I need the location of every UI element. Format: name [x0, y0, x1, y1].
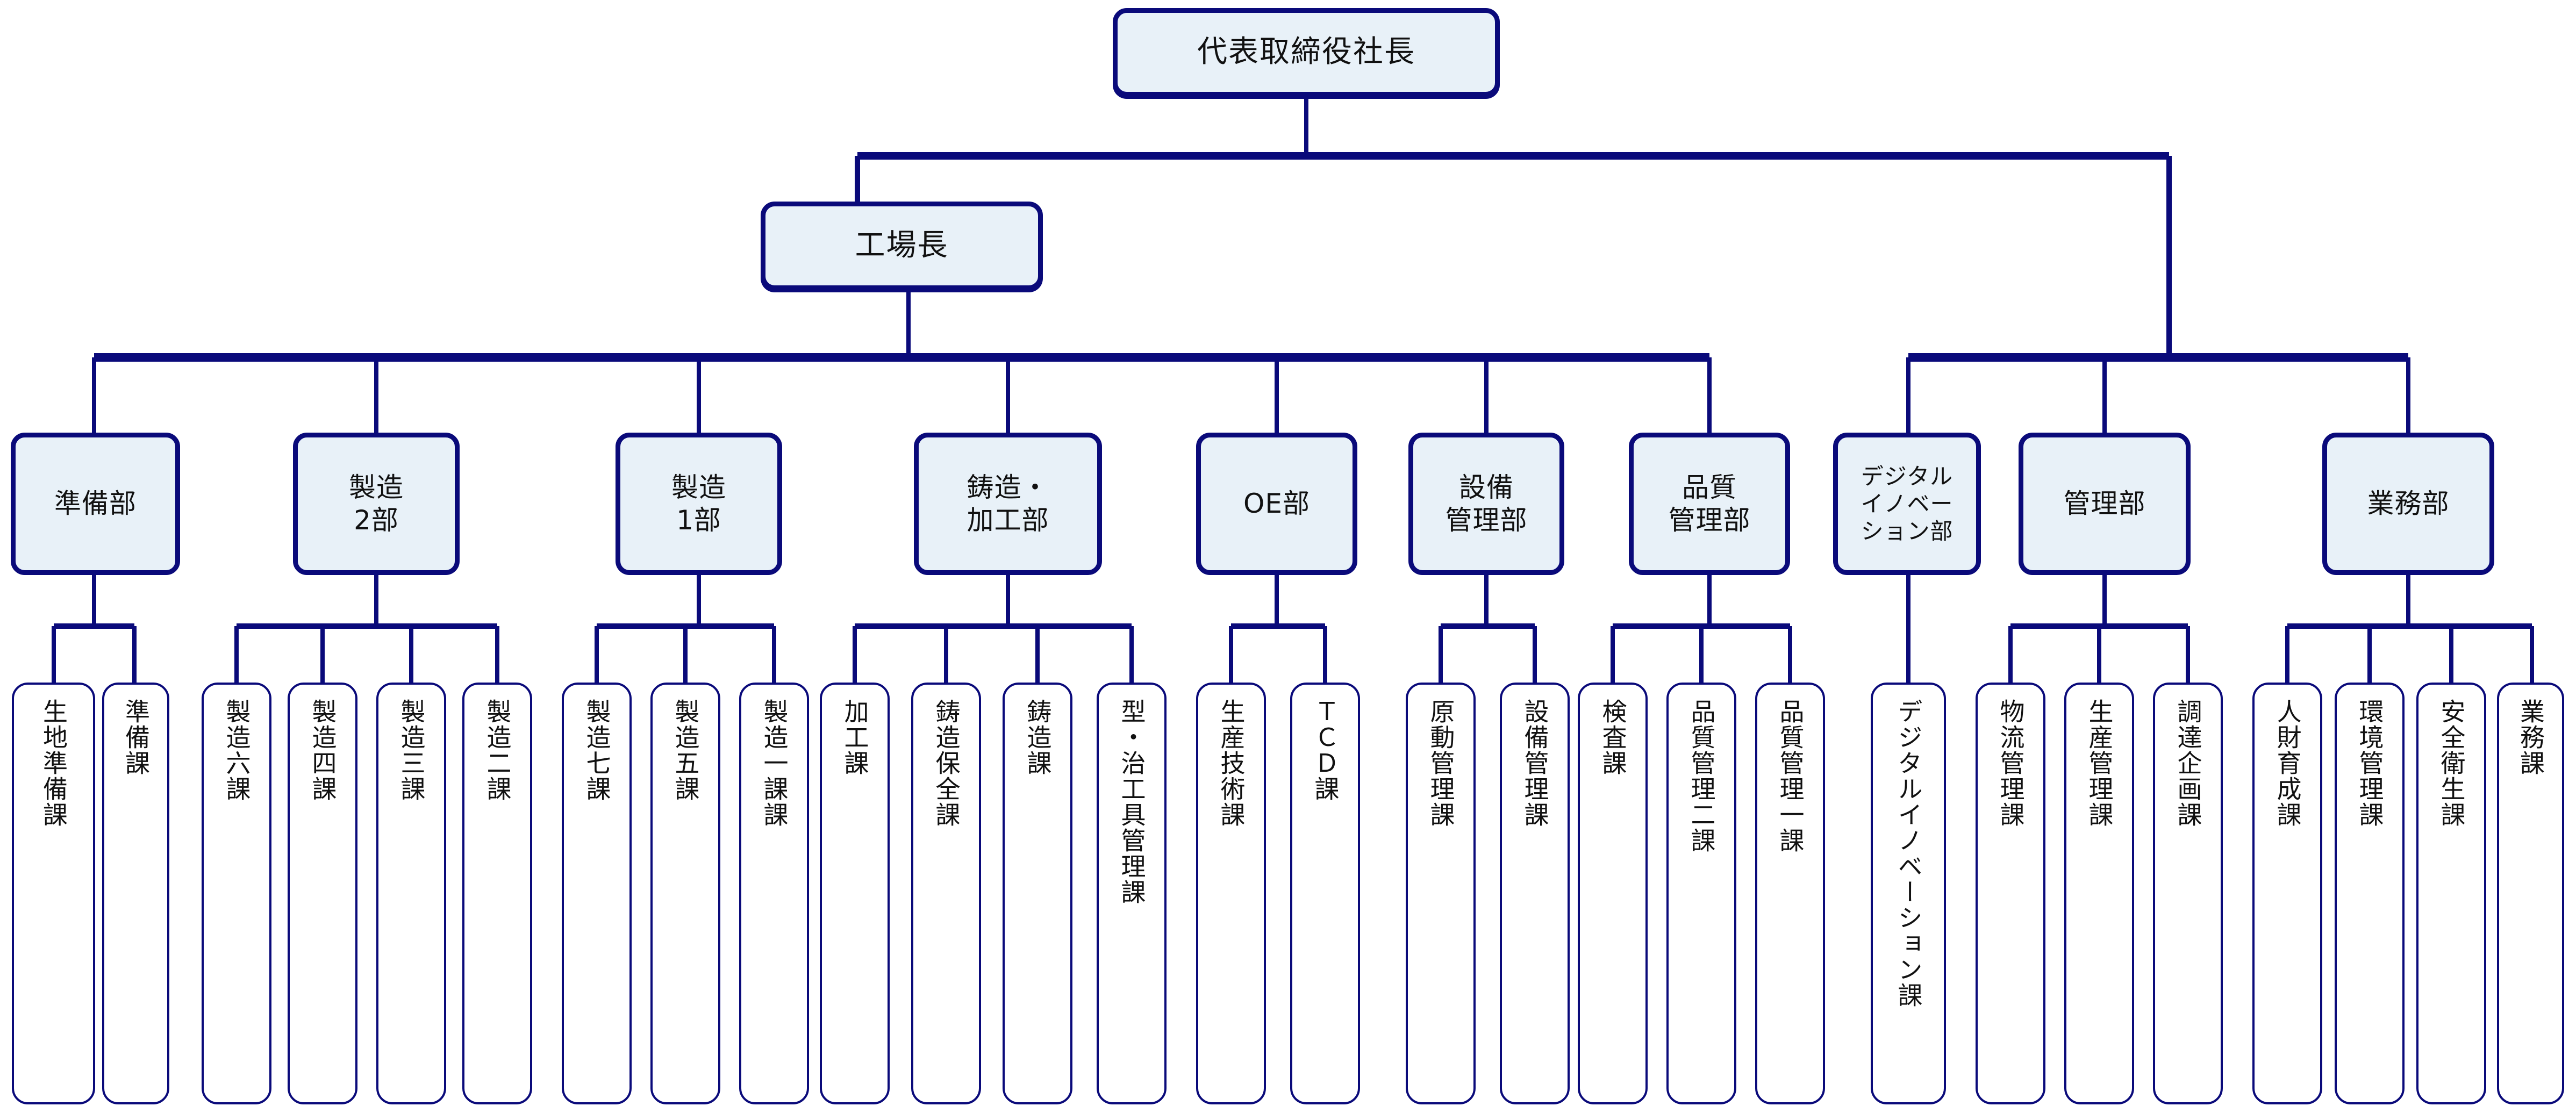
node-dept-kanri-label: 管理部: [2063, 488, 2146, 519]
node-section-setsubi-kanri[interactable]: 設備管理課: [1500, 683, 1570, 1104]
node-section-seisan-gijutsu[interactable]: 生産技術課: [1196, 683, 1266, 1104]
node-section-junbi[interactable]: 準備課: [102, 683, 169, 1104]
node-section-chotatsu-kikaku-label: 調達企画課: [2173, 699, 2203, 828]
node-section-gyomu[interactable]: 業務課: [2497, 683, 2564, 1104]
node-section-anzen-eisei-label: 安全衛生課: [2437, 699, 2466, 828]
node-section-seizo4-label: 製造四課: [308, 699, 338, 802]
node-dept-kanri[interactable]: 管理部: [2019, 433, 2191, 575]
node-section-seizo2[interactable]: 製造二課: [462, 683, 532, 1104]
node-section-hinshitsu-kanri-2-label: 品質管理二課: [1687, 699, 1716, 853]
node-dept-gyomu[interactable]: 業務部: [2322, 433, 2494, 575]
node-dept-seizo1-label: 製造 1部: [671, 471, 726, 536]
node-section-chotatsu-kikaku[interactable]: 調達企画課: [2153, 683, 2223, 1104]
node-section-kiji-junbi-label: 生地準備課: [39, 699, 68, 828]
node-section-chuzo-hozen-label: 鋳造保全課: [932, 699, 961, 828]
node-president-label: 代表取締役社長: [1197, 34, 1415, 70]
node-section-kiji-junbi[interactable]: 生地準備課: [12, 683, 95, 1104]
node-dept-gyomu-label: 業務部: [2367, 488, 2450, 519]
node-dept-chuzo-kako[interactable]: 鋳造・ 加工部: [914, 433, 1102, 575]
node-section-hinshitsu-kanri-1[interactable]: 品質管理一課: [1755, 683, 1825, 1104]
node-dept-hinshitsu-kanri[interactable]: 品質 管理部: [1629, 433, 1790, 575]
node-factory-manager-label: 工場長: [855, 228, 949, 263]
node-section-seizo1-label: 製造一課課: [760, 699, 789, 828]
node-dept-digital-innovation-label: デジタル イノベー ション部: [1861, 463, 1954, 545]
node-section-seisan-kanri-label: 生産管理課: [2085, 699, 2114, 828]
node-dept-hinshitsu-kanri-label: 品質 管理部: [1668, 471, 1751, 536]
node-section-seisan-gijutsu-label: 生産技術課: [1217, 699, 1246, 828]
node-section-seizo6[interactable]: 製造六課: [202, 683, 271, 1104]
node-section-setsubi-kanri-label: 設備管理課: [1520, 699, 1550, 828]
node-section-kata-jikogu-kanri[interactable]: 型・治工具管理課: [1097, 683, 1167, 1104]
node-section-seizo2-label: 製造二課: [483, 699, 512, 802]
node-dept-chuzo-kako-label: 鋳造・ 加工部: [967, 471, 1049, 536]
node-dept-setsubi-kanri[interactable]: 設備 管理部: [1408, 433, 1564, 575]
node-section-chuzo-label: 鋳造課: [1023, 699, 1053, 776]
node-section-seizo3-label: 製造三課: [397, 699, 426, 802]
node-section-seizo7-label: 製造七課: [582, 699, 612, 802]
node-section-jinzai-ikusei-label: 人財育成課: [2273, 699, 2302, 828]
node-dept-oe-label: OE部: [1243, 488, 1310, 519]
node-section-seisan-kanri[interactable]: 生産管理課: [2064, 683, 2134, 1104]
node-section-seizo5[interactable]: 製造五課: [650, 683, 720, 1104]
node-dept-digital-innovation[interactable]: デジタル イノベー ション部: [1833, 433, 1981, 575]
node-dept-junbi[interactable]: 準備部: [11, 433, 180, 575]
node-section-butsuryu-kanri[interactable]: 物流管理課: [1976, 683, 2045, 1104]
node-dept-junbi-label: 準備部: [54, 488, 137, 519]
node-president[interactable]: 代表取締役社長: [1113, 8, 1500, 97]
node-section-kankyo-kanri[interactable]: 環境管理課: [2335, 683, 2405, 1104]
node-section-chuzo-hozen[interactable]: 鋳造保全課: [911, 683, 981, 1104]
node-section-kako-label: 加工課: [840, 699, 870, 776]
node-section-seizo3[interactable]: 製造三課: [376, 683, 446, 1104]
node-section-gyomu-label: 業務課: [2516, 699, 2545, 776]
node-section-seizo1[interactable]: 製造一課課: [739, 683, 809, 1104]
node-dept-oe[interactable]: OE部: [1196, 433, 1357, 575]
node-section-hinshitsu-kanri-2[interactable]: 品質管理二課: [1666, 683, 1736, 1104]
node-section-kensa[interactable]: 検査課: [1578, 683, 1648, 1104]
node-section-seizo4[interactable]: 製造四課: [288, 683, 357, 1104]
node-section-chuzo[interactable]: 鋳造課: [1003, 683, 1072, 1104]
node-section-gendo-kanri-label: 原動管理課: [1426, 699, 1456, 828]
node-section-seizo5-label: 製造五課: [671, 699, 700, 802]
node-factory-manager[interactable]: 工場長: [761, 202, 1043, 290]
node-section-tcd-label: ＴＣＤ課: [1311, 699, 1340, 802]
node-section-kensa-label: 検査課: [1598, 699, 1628, 776]
node-section-kako[interactable]: 加工課: [820, 683, 890, 1104]
node-section-digital-innovation[interactable]: デジタルイノベーション課: [1871, 683, 1946, 1104]
node-section-tcd[interactable]: ＴＣＤ課: [1290, 683, 1360, 1104]
node-section-seizo7[interactable]: 製造七課: [562, 683, 632, 1104]
node-dept-seizo1[interactable]: 製造 1部: [616, 433, 782, 575]
node-section-butsuryu-kanri-label: 物流管理課: [1996, 699, 2026, 828]
node-section-jinzai-ikusei[interactable]: 人財育成課: [2252, 683, 2322, 1104]
node-section-hinshitsu-kanri-1-label: 品質管理一課: [1776, 699, 1805, 853]
node-section-seizo6-label: 製造六課: [222, 699, 252, 802]
node-section-gendo-kanri[interactable]: 原動管理課: [1406, 683, 1476, 1104]
node-dept-seizo2-label: 製造 2部: [349, 471, 404, 536]
node-section-digital-innovation-label: デジタルイノベーション課: [1894, 699, 1923, 1008]
node-section-anzen-eisei[interactable]: 安全衛生課: [2416, 683, 2486, 1104]
node-section-kankyo-kanri-label: 環境管理課: [2355, 699, 2385, 828]
node-dept-seizo2[interactable]: 製造 2部: [293, 433, 460, 575]
node-dept-setsubi-kanri-label: 設備 管理部: [1445, 471, 1528, 536]
node-section-kata-jikogu-kanri-label: 型・治工具管理課: [1117, 699, 1147, 905]
node-section-junbi-label: 準備課: [121, 699, 151, 776]
